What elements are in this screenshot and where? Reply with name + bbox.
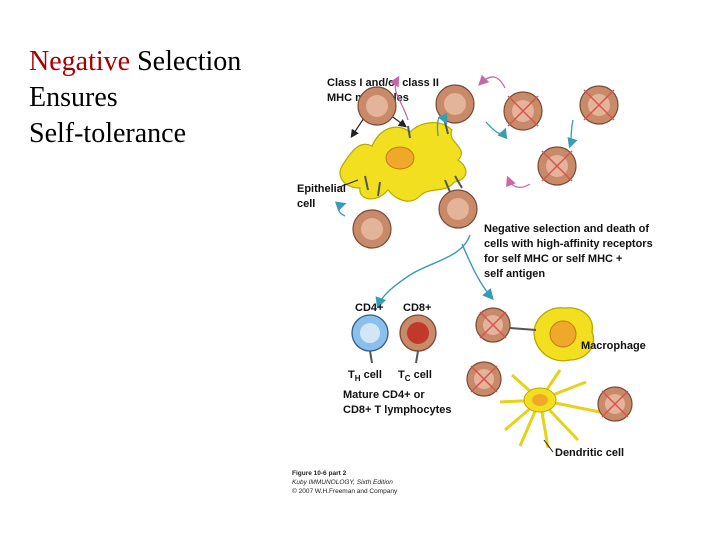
tc-cell-label: TC cell [398, 369, 432, 383]
title-line-2: Ensures [29, 82, 118, 113]
flow-arrow-to-negative [461, 243, 494, 301]
slide-title: Negative Selection Ensures Self-toleranc… [29, 44, 241, 152]
thymocyte-lower-right [438, 189, 478, 229]
flow-arrow-teal-2 [485, 121, 508, 140]
deleted-cell-3 [537, 146, 577, 186]
deleted-cell-dendritic-right [597, 386, 633, 422]
epithelial-cell [339, 122, 467, 202]
flow-arrow-pink-1 [389, 75, 409, 121]
deleted-cell-1 [503, 91, 543, 131]
cd8-t-cell [399, 314, 437, 352]
dendritic-pointer [543, 439, 554, 453]
caption-line-2: Kuby IMMUNOLOGY, Sixth Edition [292, 479, 393, 486]
cd8-receptor [415, 350, 419, 364]
negsel-label-line-2: cells with high-affinity receptors [484, 238, 653, 250]
mature-label-line-2: CD8+ T lymphocytes [343, 404, 452, 416]
deleted-cell-dendritic-left [466, 361, 502, 397]
flow-arrow-to-mature [375, 234, 471, 309]
flow-arrow-pink-3 [506, 175, 531, 189]
receptor-stubs [364, 121, 463, 197]
caption-line-3: © 2007 W.H.Freeman and Company [292, 487, 398, 495]
mhc-label-line-1: Class I and/or class II [327, 77, 439, 89]
title-line-1: Negative Selection [29, 44, 241, 80]
cd8-label: CD8+ [403, 302, 431, 314]
flow-arrow-teal-1 [436, 112, 448, 137]
cd4-t-cell [351, 314, 389, 352]
epithelial-pointer [336, 179, 359, 189]
title-highlight-word: Negative [29, 46, 131, 77]
cd4-receptor [369, 350, 373, 364]
epithelial-nucleus [385, 146, 415, 170]
thymocyte-lower-left [352, 209, 392, 249]
negsel-label-line-4: self antigen [484, 268, 545, 280]
dendritic-label: Dendritic cell [555, 447, 624, 459]
epithelial-label-line-1: Epithelial [297, 183, 346, 195]
title-line-1-rest: Selection [130, 46, 242, 77]
flow-arrow-teal-4 [334, 201, 347, 217]
flow-arrow-pink-2 [478, 74, 506, 89]
dendritic-nucleus [532, 394, 548, 406]
macrophage-label: Macrophage [581, 340, 646, 352]
th-cell-label: TH cell [348, 369, 382, 383]
title-line-3: Self-tolerance [29, 118, 187, 149]
thymocyte-top-right [435, 84, 475, 124]
negsel-label-line-3: for self MHC or self MHC + [484, 253, 622, 265]
negsel-label-line-1: Negative selection and death of [484, 223, 649, 235]
deleted-cell-macrophage-left [475, 307, 511, 343]
thymocyte-top-left [357, 86, 397, 126]
macrophage-contact [509, 327, 537, 331]
epithelial-label-line-2: cell [297, 198, 315, 210]
mature-label-line-1: Mature CD4+ or [343, 389, 425, 401]
caption-line-1: Figure 10-6 part 2 [292, 470, 347, 477]
deleted-cell-2 [579, 85, 619, 125]
flow-arrow-teal-3 [567, 119, 578, 149]
cd4-label: CD4+ [355, 302, 383, 314]
macrophage [533, 307, 595, 362]
